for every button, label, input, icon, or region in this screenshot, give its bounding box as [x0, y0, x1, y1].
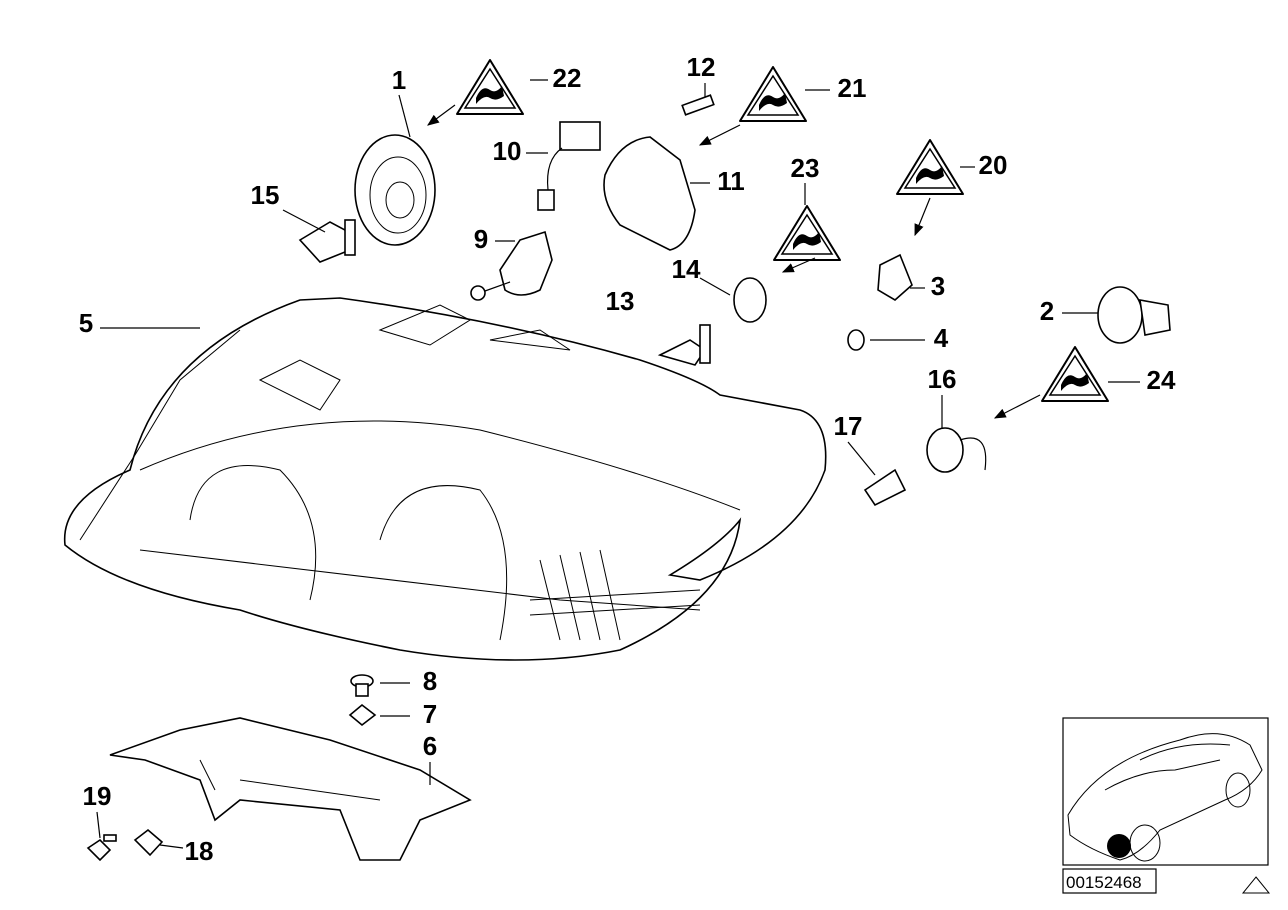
headlight-housing: [63, 297, 827, 661]
part-15-bulb: [298, 219, 356, 263]
callout-8: 8: [423, 666, 437, 696]
part-12-screw: [681, 94, 715, 116]
locator-dot: [1107, 834, 1131, 858]
callout-24: 24: [1147, 365, 1176, 395]
warning-triangle-icon-21: [739, 66, 807, 122]
callout-5: 5: [79, 308, 93, 338]
callout-13: 13: [606, 286, 635, 316]
leader-lines: [96, 79, 1140, 849]
callout-15: 15: [251, 180, 280, 210]
part-3-socket: [877, 253, 913, 301]
part-14-clip: [657, 277, 767, 366]
part-2-ring: [1097, 286, 1171, 344]
part-4-bulb: [847, 329, 865, 351]
part-19-rivet: [86, 834, 117, 862]
reference-number: 00152468: [1066, 873, 1142, 892]
callout-9: 9: [474, 224, 488, 254]
part-11-cover: [603, 136, 696, 251]
warning-triangle-icon-23: [773, 205, 841, 261]
part-10-connector: [537, 121, 601, 211]
callout-2: 2: [1040, 296, 1054, 326]
part-7-nut: [348, 703, 377, 727]
callout-4: 4: [934, 323, 949, 353]
car-locator-thumbnail: [1062, 717, 1269, 866]
warning-triangle-icon: [1241, 876, 1271, 894]
reference-number-box: 00152468: [1062, 868, 1157, 894]
callout-12: 12: [687, 52, 716, 82]
part-16-socket: [926, 427, 987, 473]
callout-17: 17: [834, 411, 863, 441]
callout-16: 16: [928, 364, 957, 394]
callout-20: 20: [979, 150, 1008, 180]
callout-21: 21: [838, 73, 867, 103]
callout-7: 7: [423, 699, 437, 729]
callout-23: 23: [791, 153, 820, 183]
part-1-reflector-ring: [354, 134, 436, 246]
callout-6: 6: [423, 731, 437, 761]
callout-1: 1: [392, 65, 406, 95]
warning-triangle-icon-22: [456, 59, 524, 115]
part-6-bracket: [109, 717, 472, 861]
callout-11: 11: [717, 166, 745, 196]
callout-3: 3: [931, 271, 945, 301]
part-17-bulb: [863, 468, 907, 507]
callout-19: 19: [83, 781, 112, 811]
callout-14: 14: [672, 254, 701, 284]
callout-22: 22: [553, 63, 582, 93]
part-18-clip: [133, 828, 164, 857]
callout-18: 18: [185, 836, 214, 866]
warning-triangle-icon-20: [896, 139, 964, 195]
callout-10: 10: [493, 136, 522, 166]
part-8-screw: [350, 674, 374, 697]
warning-triangle-icon-24: [1041, 346, 1109, 402]
part-9-actuator: [470, 230, 553, 301]
